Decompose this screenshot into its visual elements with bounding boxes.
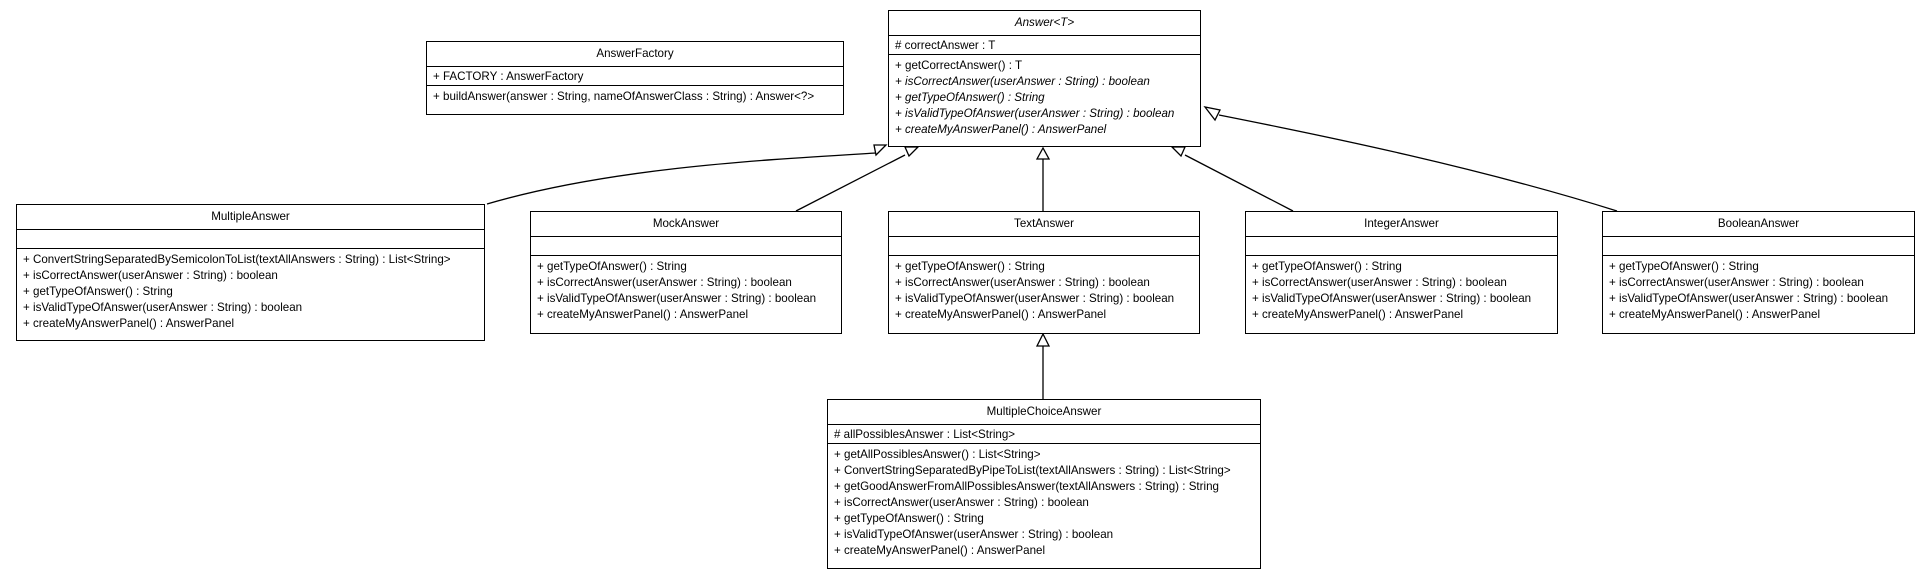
operations-compartment: + getTypeOfAnswer() : String + isCorrect… [531, 256, 841, 326]
generalization-arrowhead [903, 146, 920, 158]
edge-multiple-to-answer [486, 152, 877, 205]
operation: + buildAnswer(answer : String, nameOfAns… [433, 90, 815, 103]
class-name: Answer<T> [889, 11, 1200, 36]
generalization-arrowhead [873, 144, 888, 157]
operation: + createMyAnswerPanel() : AnswerPanel [895, 123, 1107, 136]
operation: + isCorrectAnswer(userAnswer : String) :… [1609, 276, 1864, 289]
operations-compartment: + getTypeOfAnswer() : String + isCorrect… [889, 256, 1199, 326]
operation: + isValidTypeOfAnswer(userAnswer : Strin… [895, 107, 1175, 120]
operations-compartment: + ConvertStringSeparatedBySemicolonToLis… [17, 249, 484, 335]
operation: + isValidTypeOfAnswer(userAnswer : Strin… [1252, 292, 1532, 305]
class-multiple-choice-answer[interactable]: MultipleChoiceAnswer # allPossiblesAnswe… [827, 399, 1261, 569]
attributes-compartment [17, 230, 484, 249]
operation: + createMyAnswerPanel() : AnswerPanel [23, 317, 235, 330]
attributes-compartment: # correctAnswer : T [889, 36, 1200, 55]
class-name: IntegerAnswer [1246, 212, 1557, 237]
operation: + getTypeOfAnswer() : String [1252, 260, 1402, 273]
class-name: MultipleChoiceAnswer [828, 400, 1260, 425]
operations-compartment: + getAllPossiblesAnswer() : List<String>… [828, 444, 1260, 562]
class-mock-answer[interactable]: MockAnswer + getTypeOfAnswer() : String … [530, 211, 842, 334]
operation: + getTypeOfAnswer() : String [1609, 260, 1759, 273]
generalization-arrowhead [1035, 332, 1051, 347]
operation: + ConvertStringSeparatedByPipeToList(tex… [834, 464, 1231, 477]
attributes-compartment: + FACTORY : AnswerFactory [427, 67, 843, 86]
operation: + getTypeOfAnswer() : String [537, 260, 687, 273]
operation: + isValidTypeOfAnswer(userAnswer : Strin… [537, 292, 817, 305]
operation: + getCorrectAnswer() : T [895, 59, 1023, 72]
attributes-compartment [1603, 237, 1914, 256]
class-name: TextAnswer [889, 212, 1199, 237]
class-name: BooleanAnswer [1603, 212, 1914, 237]
attribute: # correctAnswer : T [895, 39, 996, 52]
operation: + createMyAnswerPanel() : AnswerPanel [834, 544, 1046, 557]
operations-compartment: + buildAnswer(answer : String, nameOfAns… [427, 86, 843, 108]
operation: + getTypeOfAnswer() : String [23, 285, 173, 298]
operation: + ConvertStringSeparatedBySemicolonToLis… [23, 253, 451, 266]
operation: + isValidTypeOfAnswer(userAnswer : Strin… [1609, 292, 1889, 305]
class-integer-answer[interactable]: IntegerAnswer + getTypeOfAnswer() : Stri… [1245, 211, 1558, 334]
edge-integer-to-answer [1184, 154, 1294, 212]
operation: + getTypeOfAnswer() : String [895, 260, 1045, 273]
operations-compartment: + getTypeOfAnswer() : String + isCorrect… [1246, 256, 1557, 326]
attributes-compartment [889, 237, 1199, 256]
class-multiple-answer[interactable]: MultipleAnswer + ConvertStringSeparatedB… [16, 204, 485, 341]
class-name: AnswerFactory [427, 42, 843, 67]
operation: + isCorrectAnswer(userAnswer : String) :… [537, 276, 792, 289]
operation: + isCorrectAnswer(userAnswer : String) :… [23, 269, 278, 282]
operation: + isCorrectAnswer(userAnswer : String) :… [895, 276, 1150, 289]
operation: + isCorrectAnswer(userAnswer : String) :… [895, 75, 1150, 88]
operation: + getGoodAnswerFromAllPossiblesAnswer(te… [834, 480, 1219, 493]
operations-compartment: + getTypeOfAnswer() : String + isCorrect… [1603, 256, 1914, 326]
class-answer[interactable]: Answer<T> # correctAnswer : T + getCorre… [888, 10, 1201, 147]
generalization-arrowhead [1170, 146, 1187, 158]
operation: + isValidTypeOfAnswer(userAnswer : Strin… [23, 301, 303, 314]
attribute: # allPossiblesAnswer : List<String> [834, 428, 1016, 441]
operation: + getTypeOfAnswer() : String [895, 91, 1045, 104]
attributes-compartment [1246, 237, 1557, 256]
edge-boolean-to-answer [1218, 114, 1618, 212]
class-text-answer[interactable]: TextAnswer + getTypeOfAnswer() : String … [888, 211, 1200, 334]
attributes-compartment: # allPossiblesAnswer : List<String> [828, 425, 1260, 444]
operation: + isValidTypeOfAnswer(userAnswer : Strin… [834, 528, 1114, 541]
operations-compartment: + getCorrectAnswer() : T + isCorrectAnsw… [889, 55, 1200, 141]
operation: + isValidTypeOfAnswer(userAnswer : Strin… [895, 292, 1175, 305]
operation: + createMyAnswerPanel() : AnswerPanel [1252, 308, 1464, 321]
class-name: MultipleAnswer [17, 205, 484, 230]
class-answer-factory[interactable]: AnswerFactory + FACTORY : AnswerFactory … [426, 41, 844, 115]
generalization-arrowhead [1203, 106, 1221, 122]
edge-mock-to-answer [795, 154, 906, 212]
attribute: + FACTORY : AnswerFactory [433, 70, 584, 83]
operation: + createMyAnswerPanel() : AnswerPanel [537, 308, 749, 321]
class-name: MockAnswer [531, 212, 841, 237]
operation: + createMyAnswerPanel() : AnswerPanel [1609, 308, 1821, 321]
class-boolean-answer[interactable]: BooleanAnswer + getTypeOfAnswer() : Stri… [1602, 211, 1915, 334]
operation: + isCorrectAnswer(userAnswer : String) :… [834, 496, 1089, 509]
operation: + getTypeOfAnswer() : String [834, 512, 984, 525]
generalization-arrowhead [1035, 146, 1051, 160]
operation: + createMyAnswerPanel() : AnswerPanel [895, 308, 1107, 321]
operation: + getAllPossiblesAnswer() : List<String> [834, 448, 1041, 461]
attributes-compartment [531, 237, 841, 256]
operation: + isCorrectAnswer(userAnswer : String) :… [1252, 276, 1507, 289]
